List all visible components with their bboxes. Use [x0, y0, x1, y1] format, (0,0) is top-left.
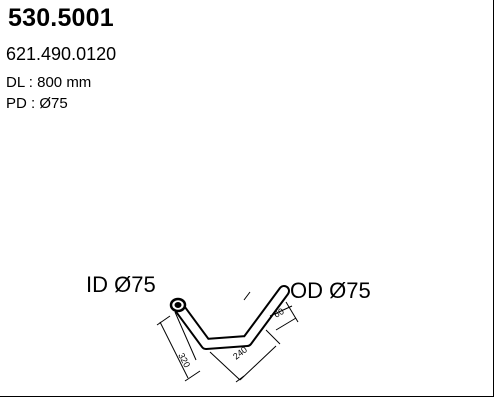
spec-pipe-diameter: PD : Ø75	[6, 95, 68, 112]
inlet-diameter-label: ID Ø75	[86, 272, 156, 297]
outlet-diameter-label: OD Ø75	[290, 278, 371, 303]
oem-number: 621.490.0120	[6, 44, 117, 64]
spec-length: DL : 800 mm	[6, 74, 92, 91]
pipe-shape	[169, 285, 290, 350]
dimension-lines	[156, 291, 299, 383]
dimension-value-3: 60	[272, 306, 286, 320]
part-number: 530.5001	[8, 4, 114, 32]
dimension-value-1: 320	[176, 351, 192, 369]
